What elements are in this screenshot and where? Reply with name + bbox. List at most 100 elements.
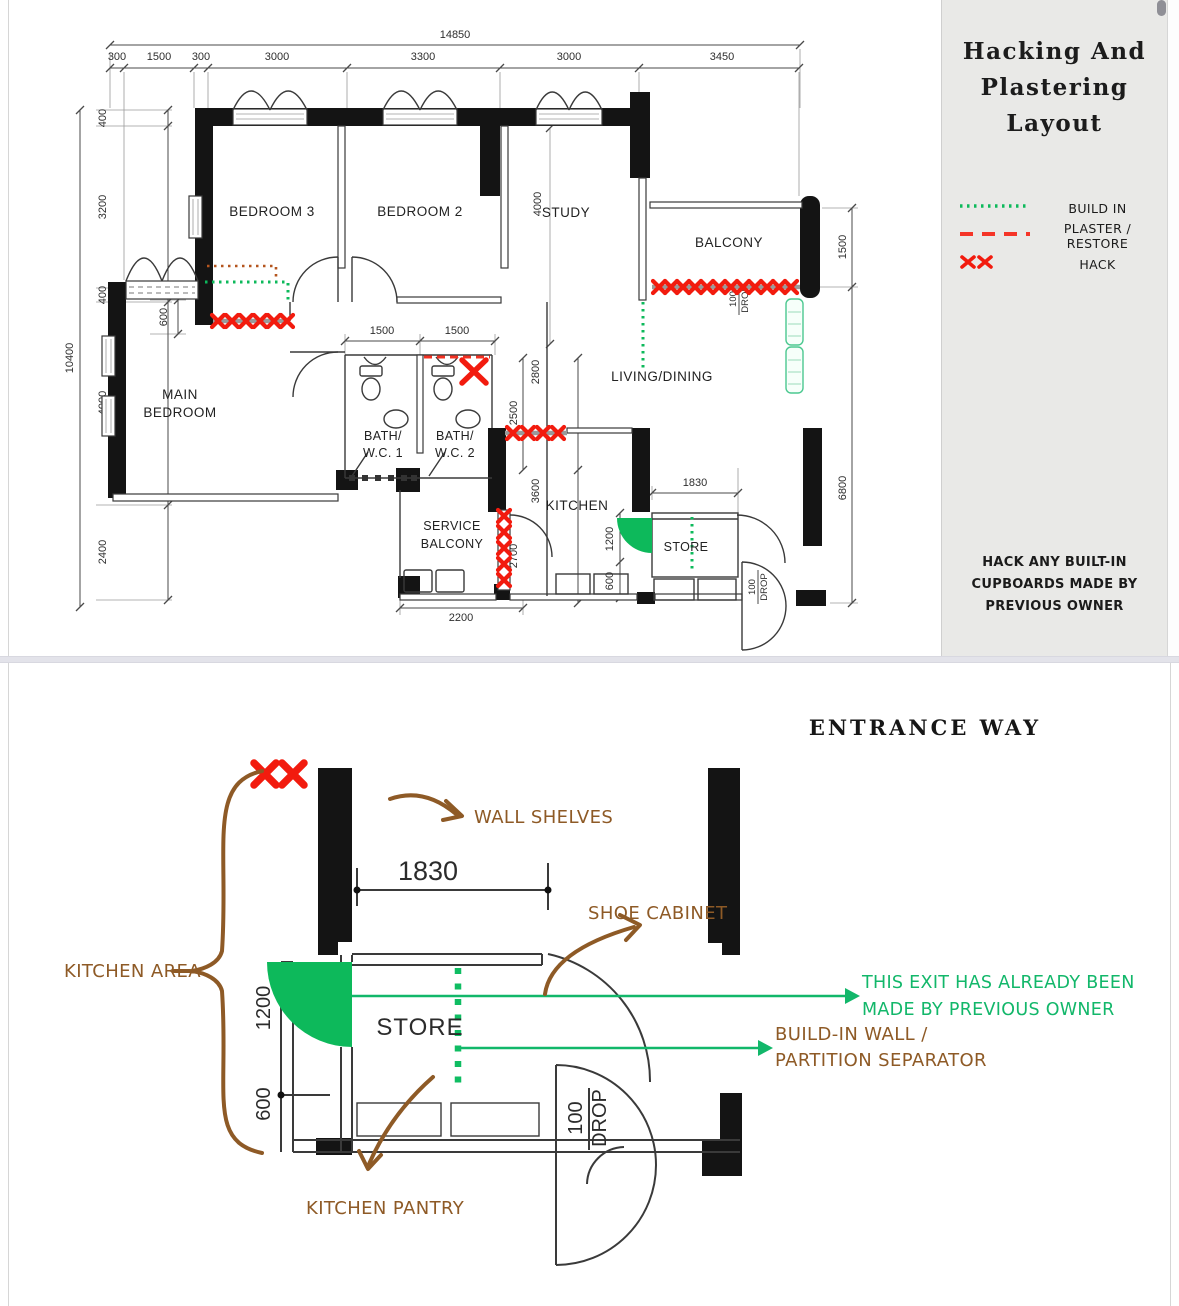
room-label-bath1-1: BATH/ bbox=[364, 429, 402, 443]
dim-drop-entry-num: 100 bbox=[747, 579, 758, 595]
balcony-sofa bbox=[785, 298, 804, 394]
dim-store-w: 1830 bbox=[683, 477, 707, 489]
partition-note-line2: PARTITION SEPARATOR bbox=[775, 1050, 987, 1071]
entrance-drawing: ENTRANCE WAY bbox=[64, 715, 1135, 1266]
dim-drop-balcony-word: DROP bbox=[740, 285, 751, 312]
dim-drop-balcony-num: 100 bbox=[728, 291, 739, 307]
partition-annotation: BUILD-IN WALL / PARTITION SEPARATOR bbox=[458, 1024, 987, 1071]
room-labels: BEDROOM 3 BEDROOM 2 STUDY BALCONY MAIN B… bbox=[143, 204, 763, 554]
sheet-left-border-2 bbox=[8, 663, 9, 1306]
dim-store-h2: 600 bbox=[604, 572, 616, 590]
dim-top-1: 1500 bbox=[147, 51, 171, 63]
room-label-service-1: SERVICE bbox=[423, 519, 480, 533]
dim-top-6: 3450 bbox=[710, 51, 734, 63]
room-label-mainbed-1: MAIN bbox=[162, 387, 198, 402]
store-door-green bbox=[617, 518, 652, 553]
dimension-labels: 14850 300 1500 300 3000 3300 3000 3450 1… bbox=[64, 29, 849, 624]
dim-v-3600: 3600 bbox=[530, 479, 542, 503]
dim-overall-height: 10400 bbox=[64, 343, 76, 374]
dim-bath1-w: 1500 bbox=[370, 325, 394, 337]
plaster-dashed-icon bbox=[958, 227, 1036, 245]
dim-top-5: 3000 bbox=[557, 51, 581, 63]
room-label-store: STORE bbox=[664, 540, 709, 554]
hack-x-bath2 bbox=[459, 357, 489, 386]
section-divider bbox=[0, 656, 1179, 663]
dim-study: 4000 bbox=[532, 192, 544, 216]
dim-balcony-h: 1500 bbox=[837, 235, 849, 259]
legend-label-build-in: BUILD IN bbox=[1068, 200, 1127, 216]
room-label-kitchen: KITCHEN bbox=[546, 498, 609, 513]
shoe-cabinet-label: SHOE CABINET bbox=[588, 903, 728, 924]
scrollbar-thumb[interactable] bbox=[1157, 0, 1166, 16]
service-balcony-kitchen bbox=[399, 490, 629, 595]
dim-left-1: 3200 bbox=[97, 195, 109, 219]
entrance-way-sheet: ENTRANCE WAY bbox=[0, 663, 1179, 1306]
dim-store-h1: 1200 bbox=[604, 527, 616, 551]
entrance-doors bbox=[547, 953, 657, 1266]
dim-top-4: 3300 bbox=[411, 51, 435, 63]
dim-top-2: 300 bbox=[192, 51, 210, 63]
sheet-left-border bbox=[8, 0, 9, 656]
dim-v-2700: 2700 bbox=[508, 544, 520, 568]
wall-shelves-label: WALL SHELVES bbox=[474, 807, 613, 828]
legend-row-plaster: PLASTER / RESTORE bbox=[942, 221, 1167, 251]
dim-top-3: 3000 bbox=[265, 51, 289, 63]
dim-drop-word: DROP bbox=[589, 1089, 611, 1147]
dim-600: 600 bbox=[253, 1087, 275, 1120]
legend-label-hack: HACK bbox=[1079, 256, 1116, 272]
store-label: STORE bbox=[376, 1014, 463, 1041]
window-bedroom3 bbox=[232, 90, 308, 126]
kitchen-pantry-annotation: KITCHEN PANTRY bbox=[306, 1075, 465, 1219]
dim-v-2500: 2500 bbox=[508, 401, 520, 425]
dim-v-2800: 2800 bbox=[530, 360, 542, 384]
room-label-study: STUDY bbox=[542, 205, 590, 220]
window-bedroom2 bbox=[382, 90, 458, 126]
kitchen-area-label: KITCHEN AREA bbox=[64, 961, 201, 982]
floorplan-drawing: 14850 300 1500 300 3000 3300 3000 3450 1… bbox=[64, 29, 858, 651]
plaster-brown-dotted bbox=[207, 264, 278, 278]
room-label-balcony: BALCONY bbox=[695, 235, 763, 250]
legend-row-build-in: BUILD IN bbox=[942, 194, 1167, 222]
bathrooms bbox=[344, 354, 493, 481]
wall-shelves-annotation: WALL SHELVES bbox=[388, 793, 613, 828]
kitchen-area-annotation: KITCHEN AREA bbox=[64, 769, 264, 1155]
store bbox=[617, 512, 739, 601]
kitchen-pantry-label: KITCHEN PANTRY bbox=[306, 1198, 465, 1219]
partition-note-line1: BUILD-IN WALL / bbox=[775, 1024, 928, 1045]
hacking-plastering-sheet: 14850 300 1500 300 3000 3300 3000 3450 1… bbox=[0, 0, 941, 656]
room-label-bedroom3: BEDROOM 3 bbox=[229, 204, 315, 219]
hack-xx-icon bbox=[958, 254, 1036, 275]
dim-1200: 1200 bbox=[253, 986, 275, 1031]
dim-drop-num: 100 bbox=[565, 1101, 587, 1134]
dim-drop-entry-word: DROP bbox=[759, 573, 770, 600]
legend-label-plaster: PLASTER / RESTORE bbox=[1063, 221, 1132, 251]
sheet-right-border-2 bbox=[1170, 663, 1171, 1306]
french-door-mainbed bbox=[125, 257, 199, 300]
exit-note-line2: MADE BY PREVIOUS OWNER bbox=[862, 1000, 1115, 1020]
green-door bbox=[267, 962, 352, 1047]
room-label-service-2: BALCONY bbox=[421, 537, 484, 551]
dim-right-h: 6800 bbox=[837, 476, 849, 500]
dim-left-4: 2400 bbox=[97, 540, 109, 564]
window-study bbox=[535, 91, 603, 126]
dim-bath2-w: 1500 bbox=[445, 325, 469, 337]
dim-top-0: 300 bbox=[108, 51, 126, 63]
room-label-bath2-2: W.C. 2 bbox=[435, 446, 475, 460]
window-mainbed-2 bbox=[101, 395, 116, 437]
shoe-cabinet-annotation: SHOE CABINET bbox=[543, 903, 728, 996]
room-label-living: LIVING/DINING bbox=[611, 369, 713, 384]
legend-panel: Hacking And Plastering Layout BUILD IN P… bbox=[941, 0, 1167, 656]
hack-marks bbox=[205, 264, 800, 586]
exit-note-line1: THIS EXIT HAS ALREADY BEEN bbox=[861, 973, 1135, 993]
room-label-bath2-1: BATH/ bbox=[436, 429, 474, 443]
page-gutter bbox=[1167, 0, 1179, 656]
vanity-strip bbox=[349, 475, 417, 481]
entrance-title: ENTRANCE WAY bbox=[809, 715, 1041, 740]
room-label-mainbed-2: BEDROOM bbox=[143, 405, 216, 420]
room-label-bedroom2: BEDROOM 2 bbox=[377, 204, 463, 219]
legend-row-hack: HACK bbox=[942, 250, 1167, 278]
entrance-dims: 1830 1200 600 100 DROP bbox=[253, 856, 611, 1150]
dim-left-2: 400 bbox=[97, 286, 109, 304]
hack-xx bbox=[250, 759, 308, 789]
